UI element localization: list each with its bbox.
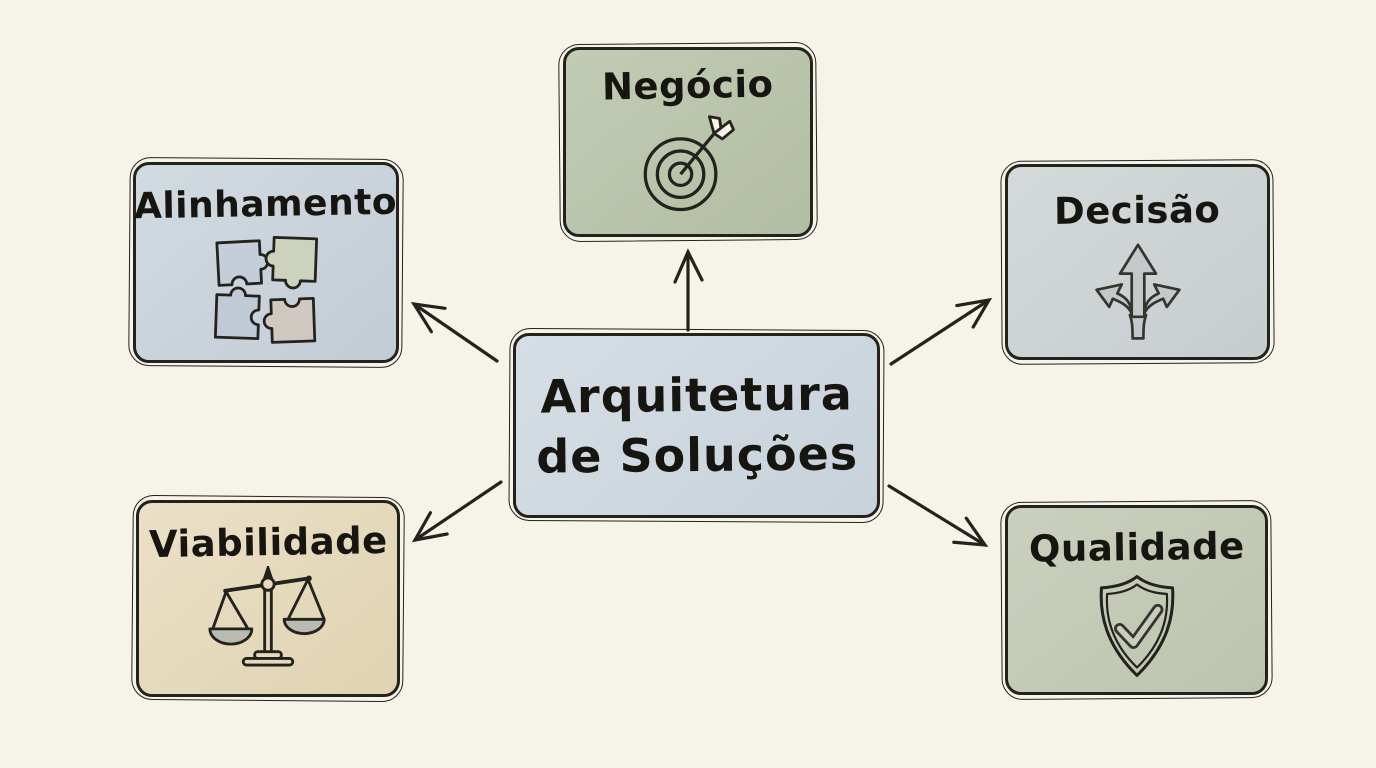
branching-arrows-icon — [1094, 243, 1181, 340]
target-icon — [643, 114, 735, 211]
balance-scale-icon — [208, 565, 326, 667]
central-label-line2: de Soluções — [535, 425, 858, 484]
node-qualidade: Qualidade — [1005, 505, 1268, 695]
node-decisao-label: Decisão — [1054, 188, 1221, 233]
node-negocio: Negócio — [563, 47, 813, 237]
central-label-line1: Arquitetura — [539, 366, 853, 424]
arrow-center-to-alinhamento — [410, 301, 499, 363]
arrow-center-to-viabilidade — [411, 480, 503, 543]
arrow-center-to-decisao — [889, 297, 993, 366]
node-qualidade-label: Qualidade — [1028, 524, 1245, 571]
node-viabilidade: Viabilidade — [136, 500, 400, 697]
node-decisao: Decisão — [1005, 164, 1270, 360]
node-arquitetura-de-solucoes: Arquitetura de Soluções — [513, 333, 880, 518]
puzzle-icon — [213, 235, 319, 344]
node-negocio-label: Negócio — [601, 62, 775, 109]
shield-check-icon — [1099, 574, 1174, 677]
node-alinhamento-label: Alinhamento — [134, 181, 398, 228]
central-node-label: Arquitetura de Soluções — [535, 364, 858, 487]
node-viabilidade-label: Viabilidade — [148, 518, 388, 567]
arrow-center-to-qualidade — [887, 484, 989, 547]
node-alinhamento: Alinhamento — [133, 162, 399, 363]
